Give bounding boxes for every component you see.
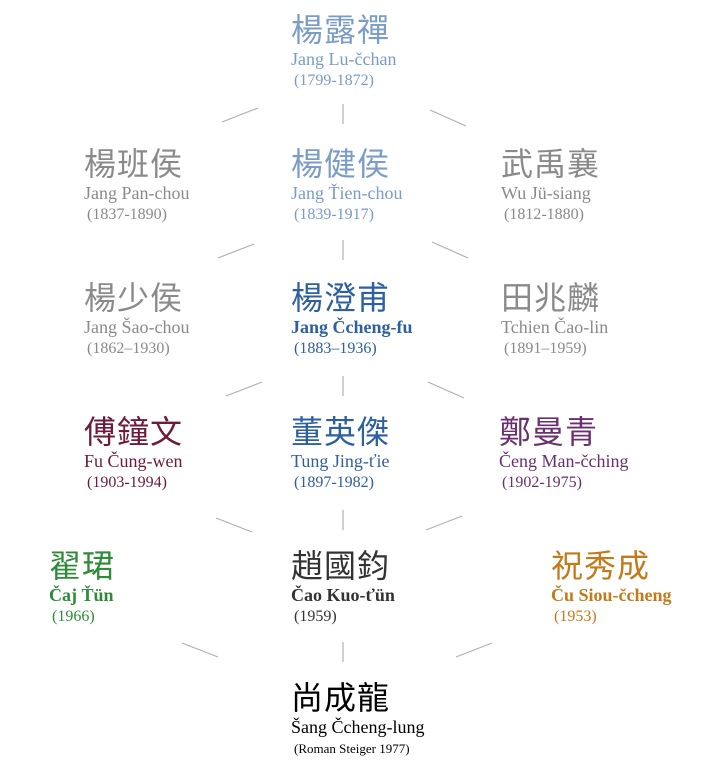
node-cjk-name: 傅鐘文: [84, 413, 184, 451]
node-latin-name: Čeng Man-čching: [499, 451, 629, 471]
edge: [181, 642, 219, 658]
node-years: (1903-1994): [87, 474, 167, 491]
node-cjk-name: 翟珺: [49, 547, 116, 585]
node-zheng-manqing: 鄭曼青 Čeng Man-čching (1902-1975): [499, 414, 628, 494]
node-dong-yingjie: 董英傑 Tung Jing-ťie (1897-1982): [291, 414, 390, 494]
node-latin-name: Tung Jing-ťie: [291, 451, 390, 471]
edge: [427, 381, 465, 399]
node-cjk-name: 楊澄甫: [291, 279, 391, 317]
node-years: (1959): [294, 608, 337, 625]
node-years: (1891–1959): [504, 340, 587, 357]
node-years: (1862–1930): [87, 340, 170, 357]
node-latin-name: Čao Kuo-ťün: [291, 585, 395, 605]
node-years: (1897-1982): [294, 474, 374, 491]
node-years: (1837-1890): [87, 206, 167, 223]
node-years: (1799-1872): [294, 72, 374, 89]
node-latin-name: Jang Lu-čchan: [291, 49, 397, 69]
node-years: (1953): [554, 608, 597, 625]
node-zhu-xiucheng: 祝秀成 Ču Siou-čcheng (1953): [551, 548, 672, 628]
node-latin-name: Jang Šao-chou: [84, 317, 190, 337]
edge: [217, 243, 255, 259]
node-jian-hou: 楊健侯 Jang Ťien-chou (1839-1917): [291, 146, 402, 226]
node-cheng-fu: 楊澄甫 Jang Čcheng-fu (1883–1936): [291, 280, 413, 360]
node-cjk-name: 武禹襄: [501, 145, 601, 183]
node-years: (1966): [52, 608, 95, 625]
edge: [221, 107, 259, 123]
node-latin-name: Jang Pan-chou: [84, 183, 190, 203]
node-lu-chan: 楊露禪 Jang Lu-čchan (1799-1872): [291, 12, 396, 92]
node-shang-chenglong: 尚成龍 Šang Čcheng-lung (Roman Steiger 1977…: [291, 680, 424, 760]
node-cjk-name: 田兆麟: [501, 279, 601, 317]
node-latin-name: Jang Čcheng-fu: [291, 317, 413, 337]
node-cjk-name: 楊少侯: [84, 279, 184, 317]
node-years: (1839-1917): [294, 206, 374, 223]
node-cjk-name: 楊班侯: [84, 145, 184, 183]
node-years: (1883–1936): [294, 340, 377, 357]
node-zhai-jun: 翟珺 Čaj Ťün (1966): [49, 548, 115, 628]
edge: [425, 515, 463, 531]
node-shao-hou: 楊少侯 Jang Šao-chou (1862–1930): [84, 280, 189, 360]
node-latin-name: Fu Čung-wen: [84, 451, 183, 471]
node-latin-name: Wu Jü-siang: [501, 183, 591, 203]
node-years: (1812-1880): [504, 206, 584, 223]
node-latin-name: Tchien Čao-lin: [501, 317, 609, 337]
node-fu-zhongwen: 傅鐘文 Fu Čung-wen (1903-1994): [84, 414, 183, 494]
node-cjk-name: 尚成龍: [291, 679, 391, 717]
node-cjk-name: 楊露禪: [291, 11, 391, 49]
node-wu-yuxiang: 武禹襄 Wu Jü-siang (1812-1880): [501, 146, 600, 226]
edge: [455, 642, 493, 658]
node-years: (1902-1975): [502, 474, 582, 491]
node-cjk-name: 祝秀成: [551, 547, 651, 585]
node-zhao-guojun: 趙國鈞 Čao Kuo-ťün (1959): [291, 548, 395, 628]
node-ban-hou: 楊班侯 Jang Pan-chou (1837-1890): [84, 146, 189, 226]
node-years: (Roman Steiger 1977): [294, 741, 410, 756]
edge: [225, 381, 263, 397]
node-latin-name: Šang Čcheng-lung: [291, 717, 425, 737]
edge: [429, 109, 467, 127]
node-latin-name: Jang Ťien-chou: [291, 183, 403, 203]
node-latin-name: Ču Siou-čcheng: [551, 585, 672, 605]
node-cjk-name: 董英傑: [291, 413, 391, 451]
node-cjk-name: 趙國鈞: [291, 547, 391, 585]
edge: [431, 241, 469, 259]
node-latin-name: Čaj Ťün: [49, 585, 114, 605]
node-cjk-name: 楊健侯: [291, 145, 391, 183]
node-cjk-name: 鄭曼青: [499, 413, 599, 451]
node-tian-zhaolin: 田兆麟 Tchien Čao-lin (1891–1959): [501, 280, 608, 360]
edge: [215, 517, 253, 533]
